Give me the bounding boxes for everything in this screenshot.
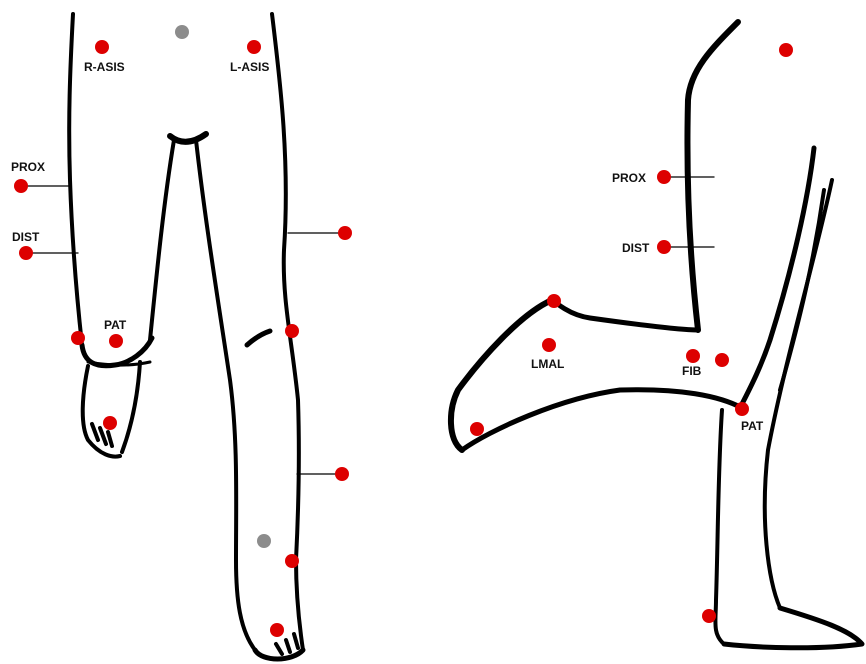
label-front-pat: PAT: [104, 319, 126, 331]
front-left-knee-mark: [247, 331, 270, 345]
side-bent-shin-bottom: [462, 390, 742, 450]
marker-front-pat: [109, 334, 123, 348]
front-left-leg-inner: [196, 140, 255, 650]
marker-side-toe: [470, 422, 484, 436]
marker-side-fib: [686, 349, 700, 363]
side-thigh-front: [740, 148, 814, 408]
side-view-figure: [451, 22, 862, 648]
marker-side-lmal: [542, 338, 556, 352]
front-right-foot-outer: [83, 366, 120, 457]
marker-side-ankle: [702, 609, 716, 623]
label-l-asis: L-ASIS: [230, 61, 269, 73]
marker-l-tibia: [335, 467, 349, 481]
label-r-asis: R-ASIS: [84, 61, 125, 73]
marker-front-dist: [19, 246, 33, 260]
marker-side-pat: [735, 402, 749, 416]
label-side-pat: PAT: [741, 420, 763, 432]
marker-l-thigh: [338, 226, 352, 240]
marker-l-ankle-med: [257, 534, 271, 548]
label-front-dist: DIST: [12, 231, 39, 243]
marker-side-heel: [547, 294, 561, 308]
label-side-dist: DIST: [622, 242, 649, 254]
label-side-fib: FIB: [682, 365, 701, 377]
front-left-toes: [276, 634, 298, 654]
marker-r-asis: [95, 40, 109, 54]
marker-r-toe: [103, 416, 117, 430]
label-front-prox: PROX: [11, 161, 45, 173]
marker-l-toe: [270, 623, 284, 637]
label-side-lmal: LMAL: [531, 358, 564, 370]
marker-side-prox: [657, 170, 671, 184]
side-thigh-back: [687, 22, 738, 330]
marker-front-prox: [14, 179, 28, 193]
side-standing-foot: [724, 608, 862, 648]
front-right-thigh-inner: [150, 140, 174, 340]
side-standing-back: [715, 410, 724, 644]
marker-l-ankle-lat: [285, 554, 299, 568]
marker-sacrum: [175, 25, 189, 39]
label-side-prox: PROX: [612, 172, 646, 184]
front-crotch: [170, 134, 206, 142]
front-right-foot-inner: [122, 362, 140, 452]
marker-l-asis: [247, 40, 261, 54]
marker-side-tib: [715, 353, 729, 367]
marker-side-asis: [779, 43, 793, 57]
marker-side-dist: [657, 240, 671, 254]
marker-l-knee: [285, 324, 299, 338]
front-right-thigh-outer: [69, 14, 82, 345]
side-knee-bend: [552, 298, 698, 330]
marker-front-knee-lat: [71, 331, 85, 345]
